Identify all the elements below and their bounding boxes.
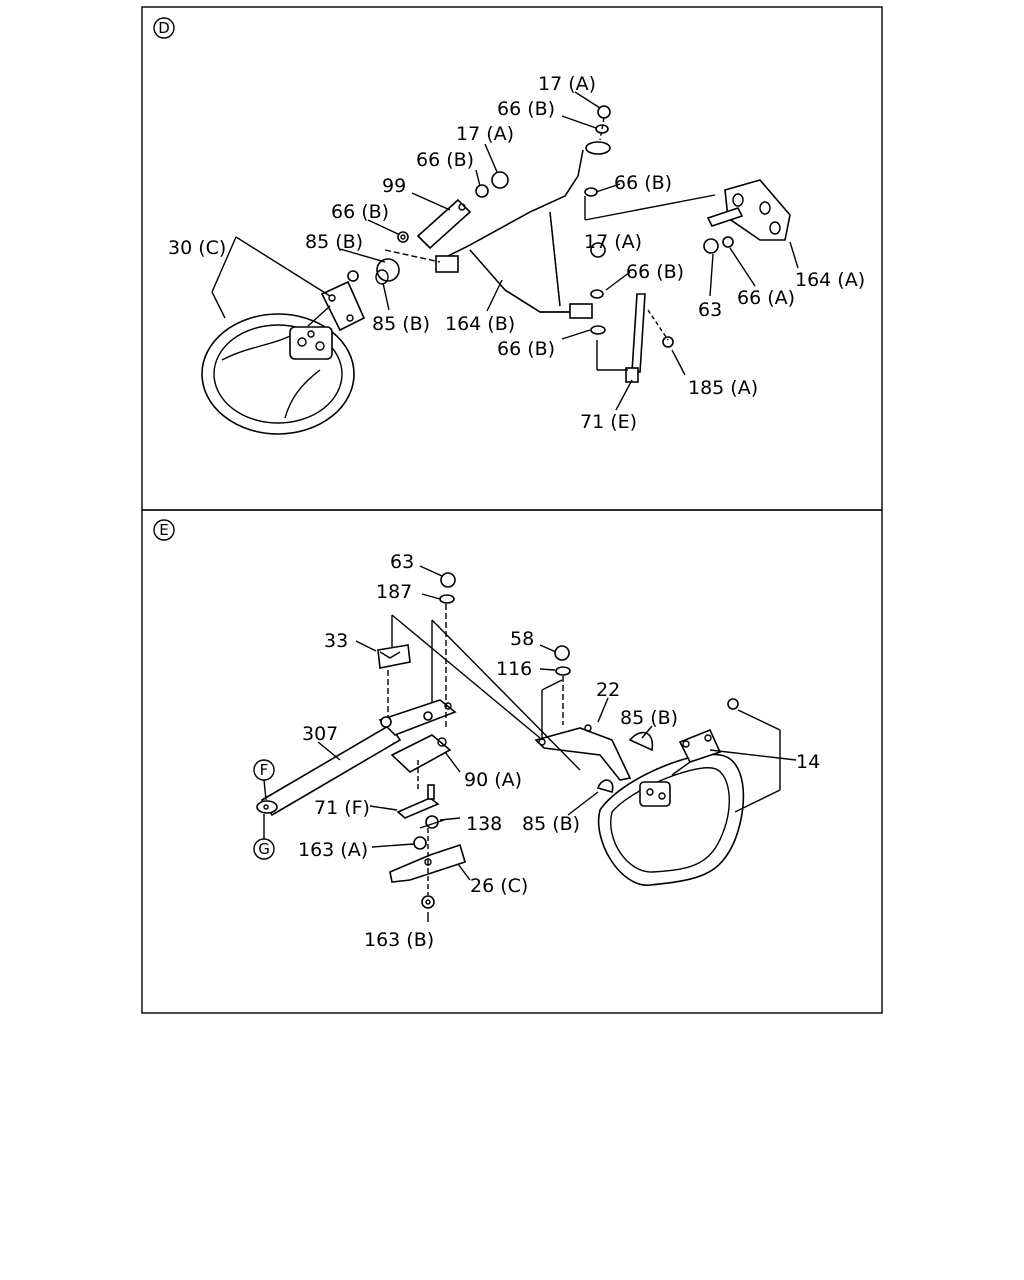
label-17a-mid: 17 (A): [456, 123, 514, 145]
label-116: 116: [496, 658, 532, 680]
label-163b: 163 (B): [364, 929, 434, 951]
bolt: [347, 270, 359, 282]
panel-d: D: [153, 17, 865, 435]
bar-307: [256, 699, 457, 817]
rod-99: [416, 198, 472, 250]
leaders-d: [211, 91, 799, 411]
bracket-71e: [631, 293, 646, 373]
label-85b-lower: 85 (B): [522, 813, 580, 835]
label-14: 14: [796, 751, 820, 773]
panel-e: E: [153, 519, 820, 951]
label-185a: 185 (A): [688, 377, 758, 399]
plate-71f: [396, 797, 440, 819]
panel-d-frame: [141, 6, 883, 511]
label-307: 307: [302, 723, 338, 745]
label-66a: 66 (A): [737, 287, 795, 309]
label-71e: 71 (E): [580, 411, 637, 433]
plate-30c: [320, 280, 366, 332]
frame-164b: [435, 105, 611, 319]
label-164b: 164 (B): [445, 313, 515, 335]
label-163a: 163 (A): [298, 839, 368, 861]
label-187: 187: [376, 581, 412, 603]
ring-part: [201, 313, 355, 435]
mirror-14: [597, 753, 745, 886]
label-71f: 71 (F): [314, 797, 370, 819]
label-66b-lower-right: 66 (B): [626, 261, 684, 283]
label-30c: 30 (C): [168, 237, 226, 259]
label-85b-upper: 85 (B): [620, 707, 678, 729]
bracket-90a: [390, 734, 452, 773]
label-17a-lower: 17 (A): [584, 231, 642, 253]
label-164a: 164 (A): [795, 269, 865, 291]
label-26c: 26 (C): [470, 875, 528, 897]
label-138: 138: [466, 813, 502, 835]
label-66b-right: 66 (B): [614, 172, 672, 194]
arm-22: [534, 727, 632, 781]
label-66b-mid: 66 (B): [416, 149, 474, 171]
panel-e-marker: [153, 519, 175, 541]
label-63: 63: [390, 551, 414, 573]
mirror-bracket: [678, 728, 722, 763]
label-58: 58: [510, 628, 534, 650]
label-90a: 90 (A): [464, 769, 522, 791]
label-99: 99: [382, 175, 406, 197]
panel-e-marker-letter: E: [159, 521, 168, 539]
label-66b-left: 66 (B): [331, 201, 389, 223]
panel-d-marker: [153, 17, 175, 39]
label-66b-top: 66 (B): [497, 98, 555, 120]
panel-e-frame: [141, 509, 883, 1014]
label-66b-bottom: 66 (B): [497, 338, 555, 360]
leaders-e: [317, 565, 797, 922]
block-33: [377, 644, 411, 669]
label-63: 63: [698, 299, 722, 321]
ref-marker-f-letter: F: [260, 761, 269, 779]
panel-d-marker-letter: D: [158, 19, 170, 37]
label-33: 33: [324, 630, 348, 652]
grommet-85b: [376, 258, 400, 282]
label-85b-lower: 85 (B): [372, 313, 430, 335]
label-22: 22: [596, 679, 620, 701]
ref-marker-g-letter: G: [258, 840, 270, 858]
label-85b-upper: 85 (B): [305, 231, 363, 253]
label-17a-top: 17 (A): [538, 73, 596, 95]
